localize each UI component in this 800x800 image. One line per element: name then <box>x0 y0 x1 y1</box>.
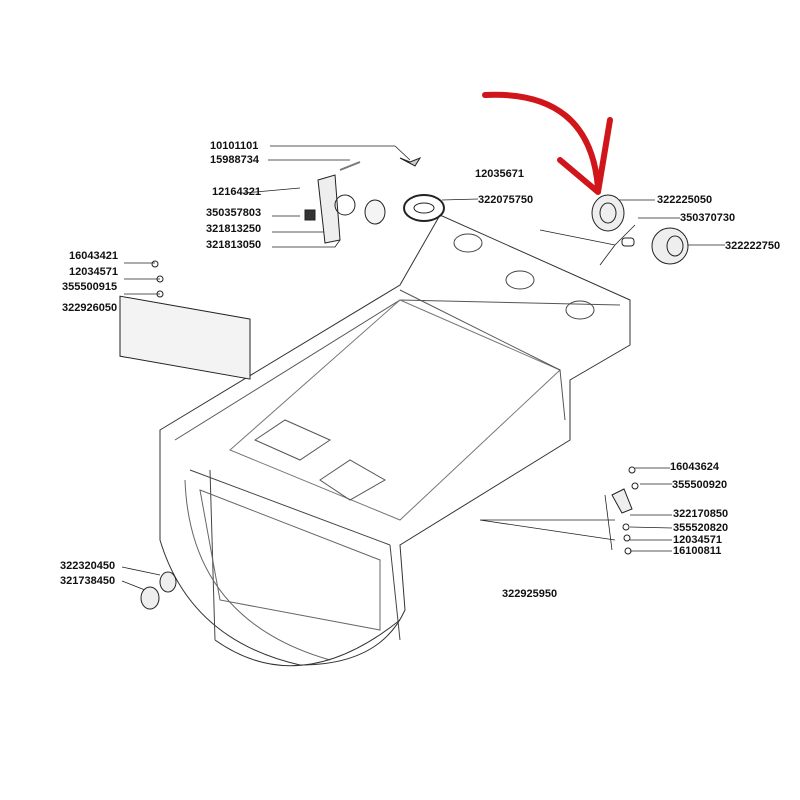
part-label: 322320450 <box>60 560 116 572</box>
part-label: 321738450 <box>60 575 116 587</box>
leader-lines <box>121 145 725 591</box>
part-label: 322075750 <box>478 194 534 206</box>
part-label: 322926050 <box>62 302 118 314</box>
part-label: 12035671 <box>475 168 524 180</box>
part-label: 321813050 <box>206 239 262 251</box>
part-label: 322222750 <box>725 240 781 252</box>
part-label: 322170850 <box>673 508 729 520</box>
parts <box>119 156 689 610</box>
part-label: 321813250 <box>206 223 262 235</box>
part-label-highlighted: 322225050 <box>657 194 713 206</box>
part-label: 350357803 <box>206 207 262 219</box>
highlight-arrowhead <box>557 117 613 195</box>
part-label: 16100811 <box>673 545 722 557</box>
part-label: 355500920 <box>672 479 728 491</box>
part-label: 16043421 <box>69 250 118 262</box>
main-frame <box>159 214 631 667</box>
part-label: 16043624 <box>670 461 719 473</box>
part-label: 12034571 <box>69 266 118 278</box>
highlight-arrow <box>482 91 601 191</box>
part-label: 15988734 <box>210 154 259 166</box>
part-label: 12164321 <box>212 186 261 198</box>
part-label: 350370730 <box>680 212 736 224</box>
part-label: 10101101 <box>210 140 259 152</box>
part-label: 355500915 <box>62 281 118 293</box>
part-label: 322925950 <box>502 588 558 600</box>
part-label: 12034571 <box>673 534 722 546</box>
part-label: 355520820 <box>673 522 729 534</box>
